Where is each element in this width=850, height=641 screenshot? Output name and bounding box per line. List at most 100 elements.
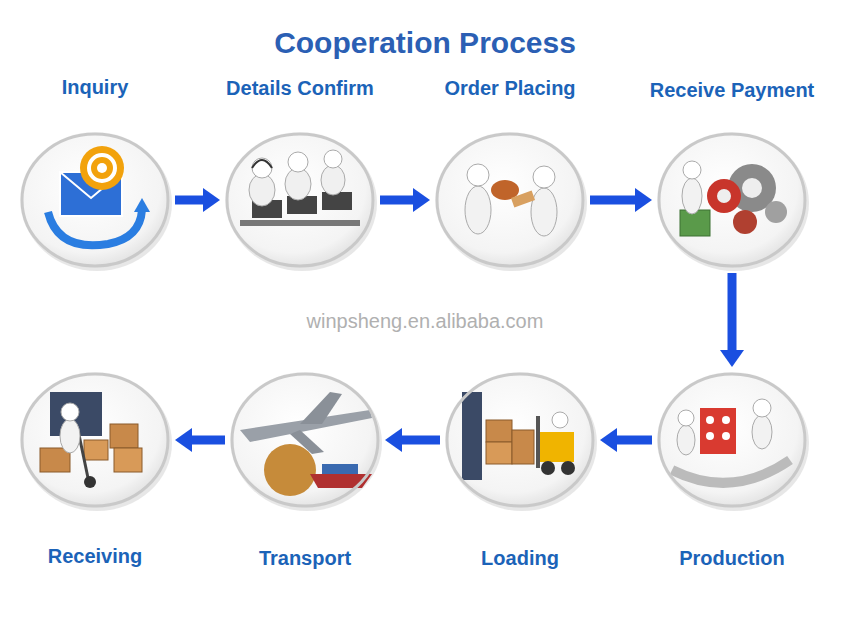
receiving-icon: [84, 476, 96, 488]
production-icon: [722, 432, 730, 440]
call-center-icon: [252, 158, 272, 178]
payment-gears-icon: [707, 179, 741, 213]
step-circle: Inquiry: [20, 132, 170, 268]
forklift-icon: [512, 430, 534, 464]
receiving-icon: [84, 440, 108, 460]
circle-outline: [232, 374, 378, 506]
transport-icon: [240, 392, 372, 496]
circle-backgrounds: [20, 132, 170, 268]
call-center-icon: [240, 220, 360, 226]
transport-icon: [300, 392, 342, 424]
arrow-shaft: [189, 436, 225, 445]
forklift-icon: [552, 412, 568, 428]
circle-outline: [225, 132, 375, 268]
receiving-icon: [40, 392, 142, 488]
circle-outline: [230, 372, 380, 508]
transport-icon: [264, 444, 316, 496]
circle-backgrounds: [20, 132, 809, 511]
step-circle: Receive Payment: [657, 132, 807, 268]
call-center-icon: [252, 160, 272, 168]
production-icon: [678, 410, 694, 426]
step-label: Production: [679, 547, 785, 570]
payment-gears-icon: [682, 178, 702, 214]
email-icon: [80, 146, 124, 190]
production-icon: [706, 432, 714, 440]
arrow-head: [413, 188, 430, 212]
step-label: Loading: [481, 547, 559, 570]
flow-arrow: [175, 188, 220, 212]
arrow-head: [600, 428, 617, 452]
payment-gears-icon: [742, 178, 762, 198]
call-center-icon: [240, 150, 360, 226]
flow-arrow: [720, 273, 744, 367]
circle-outline: [22, 374, 168, 506]
step-circle: Order Placing: [435, 132, 585, 268]
diagram-title: Cooperation Process: [274, 26, 576, 60]
payment-gears-icon: [683, 161, 701, 179]
step-circle: Receiving: [20, 372, 170, 508]
arrow-shaft: [380, 196, 416, 205]
circle-outline: [227, 134, 373, 266]
step-circle: Production: [657, 372, 807, 508]
receiving-icon: [61, 403, 79, 421]
arrow-head: [175, 428, 192, 452]
production-icon: [672, 399, 790, 483]
circle-backgrounds: [20, 372, 170, 508]
arrow-shaft: [399, 436, 440, 445]
step-label: Inquiry: [62, 76, 129, 99]
arrow-head: [635, 188, 652, 212]
step-circle: Transport: [230, 372, 380, 508]
receiving-icon: [60, 419, 80, 453]
flow-arrow: [590, 188, 652, 212]
circle-backgrounds: [225, 132, 375, 268]
handshake-icon: [465, 186, 491, 234]
flow-arrow: [385, 428, 440, 452]
forklift-icon: [561, 461, 575, 475]
production-icon: [672, 460, 790, 483]
payment-gears-icon: [680, 161, 787, 236]
circle-outline: [659, 374, 805, 506]
arrow-shaft: [590, 196, 638, 205]
flow-arrow: [380, 188, 430, 212]
call-center-icon: [285, 168, 311, 200]
circle-outline: [659, 134, 805, 266]
arrow-head: [203, 188, 220, 212]
step-circle: Loading: [445, 372, 595, 508]
circle-backgrounds: [657, 372, 807, 508]
call-center-icon: [324, 150, 342, 168]
step-label: Order Placing: [444, 77, 575, 100]
circle-outline: [20, 132, 170, 268]
forklift-icon: [540, 432, 574, 462]
circle-outline: [657, 132, 807, 268]
forklift-icon: [486, 442, 512, 464]
email-icon: [89, 155, 115, 181]
payment-gears-icon: [717, 189, 731, 203]
circle-outline: [20, 372, 170, 508]
circle-outline: [447, 374, 593, 506]
call-center-icon: [288, 152, 308, 172]
receiving-icon: [114, 448, 142, 472]
payment-gears-icon: [733, 210, 757, 234]
transport-icon: [322, 464, 358, 474]
arrow-head: [720, 350, 744, 367]
arrow-head: [385, 428, 402, 452]
handshake-icon: [465, 164, 557, 236]
handshake-icon: [467, 164, 489, 186]
circle-outline: [437, 134, 583, 266]
forklift-icon: [462, 392, 575, 480]
production-icon: [700, 408, 736, 454]
handshake-icon: [533, 166, 555, 188]
arrow-shaft: [614, 436, 652, 445]
production-icon: [753, 399, 771, 417]
forklift-icon: [462, 392, 482, 480]
forklift-icon: [486, 420, 512, 442]
watermark: winpsheng.en.alibaba.com: [307, 310, 544, 333]
step-label: Receiving: [48, 545, 142, 568]
step-label: Transport: [259, 547, 351, 570]
payment-gears-icon: [680, 210, 710, 236]
arrow-shaft: [175, 196, 206, 205]
call-center-icon: [249, 174, 275, 206]
production-icon: [722, 416, 730, 424]
email-icon: [97, 163, 107, 173]
